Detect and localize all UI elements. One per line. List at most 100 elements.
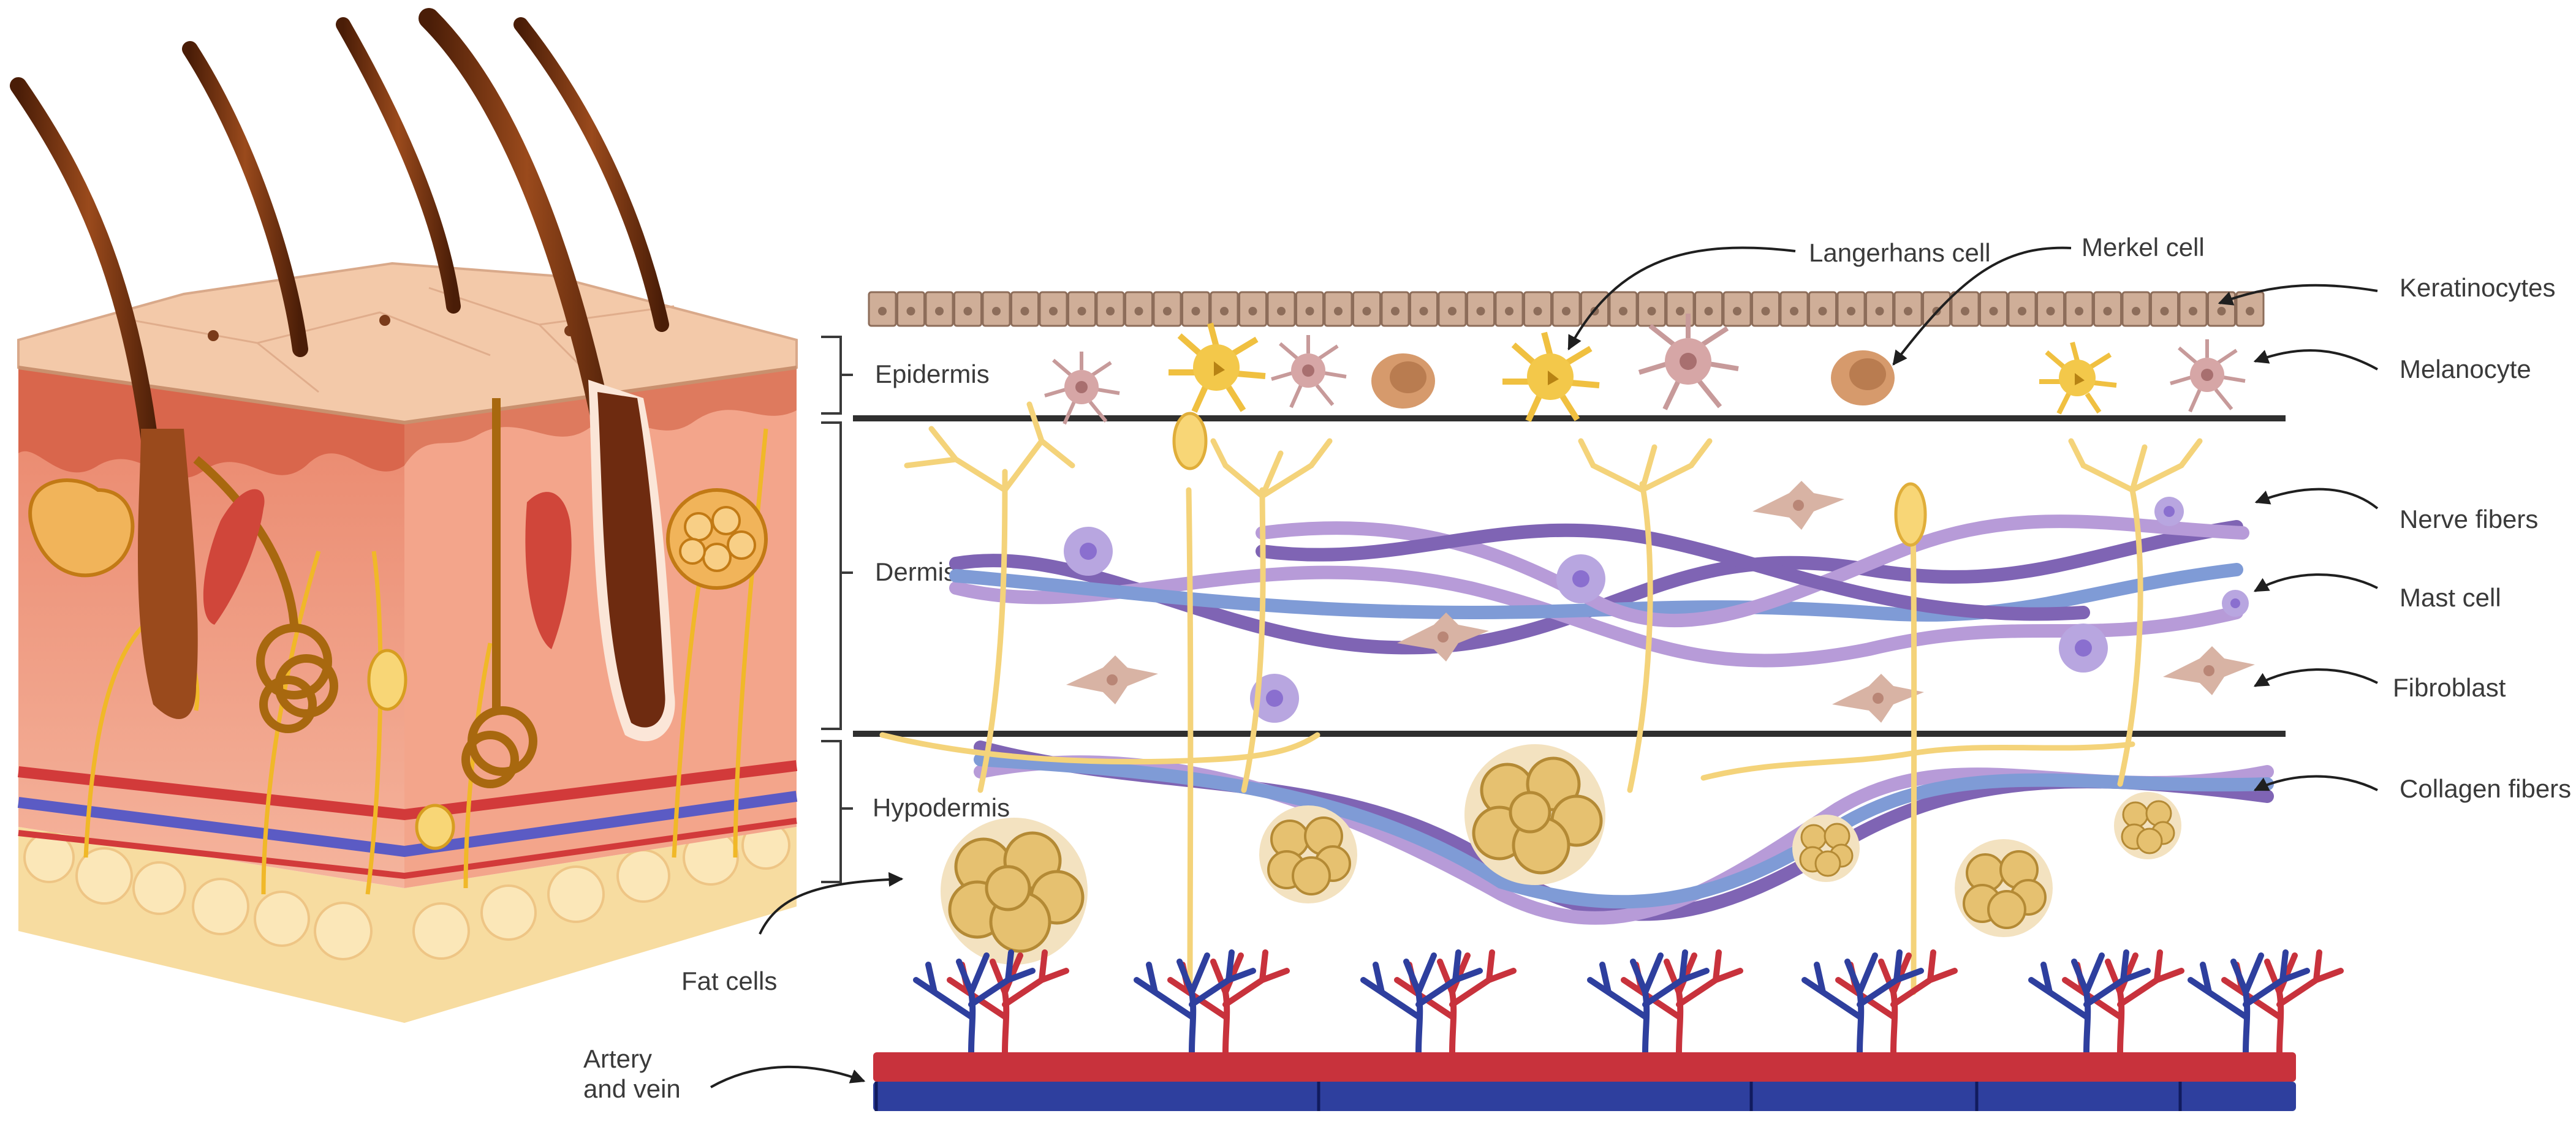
- langerhans-cell: [1169, 322, 1266, 413]
- langerhans-cell: [2039, 341, 2117, 415]
- keratinocyte: [1238, 291, 1267, 327]
- melanocyte: [1044, 352, 1120, 425]
- annotation-arrows: [710, 246, 2379, 1088]
- keratinocyte: [1979, 291, 2008, 327]
- keratinocyte-row: [868, 291, 2265, 327]
- keratinocyte: [1409, 291, 1438, 327]
- label-dermis: Dermis: [875, 557, 957, 586]
- keratinocyte: [982, 291, 1011, 327]
- keratinocyte: [1039, 291, 1068, 327]
- merkel-cell: [1831, 350, 1895, 405]
- keratinocyte: [1381, 291, 1410, 327]
- label-fat-cells: Fat cells: [681, 967, 777, 995]
- keratinocyte: [1608, 291, 1638, 327]
- keratinocyte: [1523, 291, 1552, 327]
- keratinocyte: [925, 291, 954, 327]
- keratinocyte: [868, 291, 897, 327]
- fibroblast: [2163, 646, 2255, 695]
- hair-shaft-3: [336, 17, 461, 314]
- venule-branch: [1587, 949, 1710, 1055]
- fat-cell-cluster: [1464, 744, 1605, 885]
- blood-vessels: [873, 949, 2344, 1111]
- lamellar-corpuscles: [1172, 412, 1927, 547]
- label-melanocyte: Melanocyte: [2400, 355, 2531, 383]
- fibroblast: [1397, 612, 1489, 662]
- fat-cell-cluster: [1955, 839, 2053, 937]
- keratinocyte: [1865, 291, 1894, 327]
- venule-branch: [1134, 949, 1256, 1055]
- hair-shaft-2: [182, 41, 308, 357]
- label-nerve-fibers: Nerve fibers: [2400, 505, 2538, 533]
- label-langerhans-cell: Langerhans cell: [1809, 238, 1991, 267]
- fat-cell-cluster: [941, 818, 1088, 965]
- fat-cell-cluster: [1792, 815, 1860, 882]
- keratinocyte: [1352, 291, 1381, 327]
- fat-cell-clusters: [941, 744, 2181, 965]
- keratinocyte: [1267, 291, 1296, 327]
- mast-cell: [2154, 497, 2184, 526]
- keratinocyte: [1210, 291, 1239, 327]
- venule-branch: [2028, 949, 2151, 1055]
- keratinocyte: [2150, 291, 2179, 327]
- mast-cell: [1556, 554, 1605, 603]
- label-hypodermis: Hypodermis: [873, 793, 1010, 822]
- fibroblast: [1832, 674, 1924, 723]
- fat-cell-cluster: [2114, 792, 2181, 859]
- keratinocyte: [2207, 291, 2236, 327]
- label-artery-line1: Artery: [583, 1044, 652, 1073]
- keratinocyte: [2178, 291, 2208, 327]
- melanocyte: [2170, 339, 2246, 413]
- mast-cell: [2059, 624, 2108, 673]
- label-mast-cell: Mast cell: [2400, 583, 2501, 612]
- keratinocyte: [1893, 291, 1923, 327]
- mast-cell: [2222, 590, 2249, 617]
- capillary-network: [913, 949, 2344, 1055]
- layer-brackets: [821, 336, 853, 883]
- venule-branch: [2188, 949, 2310, 1055]
- fibroblast: [1752, 481, 1844, 530]
- keratinocyte: [1950, 291, 1980, 327]
- venule-branch: [1801, 949, 1924, 1055]
- keratinocyte: [1324, 291, 1353, 327]
- keratinocyte: [1124, 291, 1153, 327]
- keratinocyte: [1808, 291, 1837, 327]
- keratinocyte: [2007, 291, 2037, 327]
- keratinocyte: [1295, 291, 1324, 327]
- venule-branch: [1360, 949, 1483, 1055]
- keratinocyte: [1551, 291, 1581, 327]
- keratinocyte: [2121, 291, 2151, 327]
- melanocyte: [1271, 335, 1347, 409]
- keratinocyte: [1836, 291, 1866, 327]
- fat-cell-cluster: [1259, 805, 1357, 903]
- fibroblast: [1066, 655, 1158, 704]
- keratinocyte: [1779, 291, 1809, 327]
- hair-shaft-5: [513, 17, 669, 332]
- keratinocyte: [1096, 291, 1125, 327]
- label-merkel-cell: Merkel cell: [2082, 233, 2205, 262]
- keratinocyte: [1010, 291, 1039, 327]
- dermis-cells: [1064, 481, 2255, 723]
- keratinocyte: [1466, 291, 1495, 327]
- sebaceous-gland-left: [28, 478, 135, 578]
- keratinocyte: [2036, 291, 2065, 327]
- venule-branch: [913, 949, 1036, 1055]
- keratinocyte: [896, 291, 925, 327]
- epidermis-cells: [1044, 314, 2246, 425]
- label-artery-line2: and vein: [583, 1074, 681, 1103]
- label-keratinocytes: Keratinocytes: [2400, 273, 2555, 302]
- vein: [873, 1082, 2296, 1111]
- artery: [873, 1052, 2296, 1082]
- label-fibroblast: Fibroblast: [2393, 673, 2506, 702]
- nerve-fibers: [879, 401, 2203, 995]
- collagen-fibers: [949, 514, 2274, 925]
- keratinocyte: [1694, 291, 1723, 327]
- merkel-cell: [1371, 353, 1435, 409]
- keratinocyte: [2235, 291, 2265, 327]
- label-epidermis: Epidermis: [875, 360, 990, 388]
- keratinocyte: [1153, 291, 1182, 327]
- keratinocyte: [1722, 291, 1752, 327]
- keratinocyte: [2093, 291, 2122, 327]
- keratinocyte: [2064, 291, 2094, 327]
- melanocyte: [1638, 314, 1739, 410]
